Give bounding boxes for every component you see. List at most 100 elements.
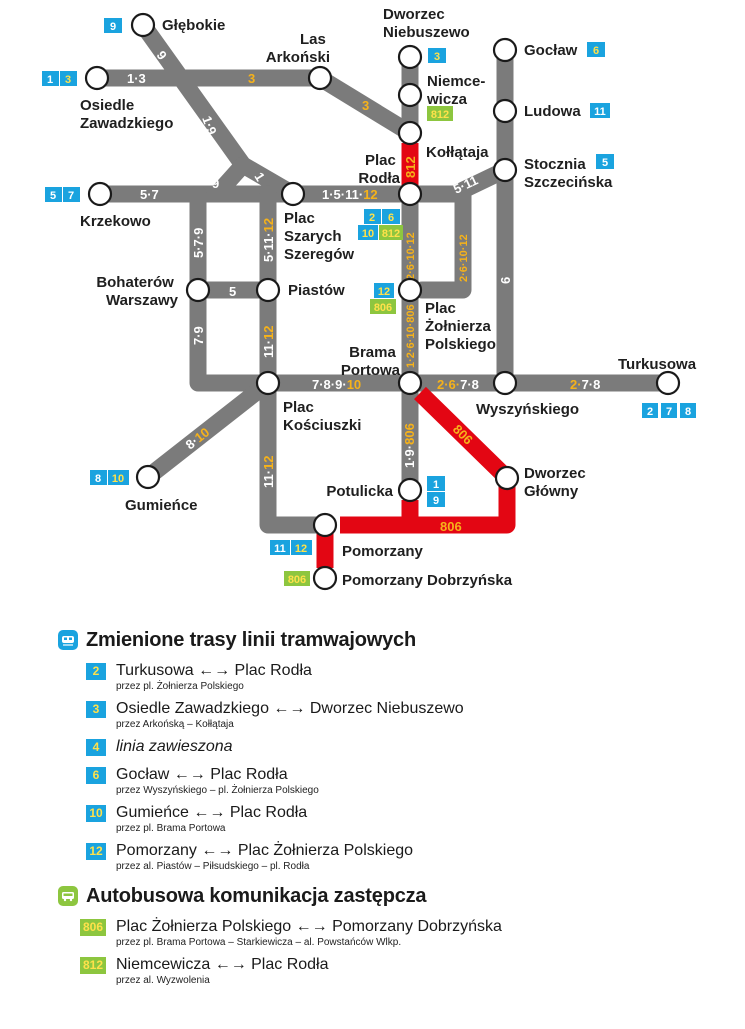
seg-label-1-3: 1·3 <box>127 71 146 86</box>
segment-labels: 9 1·3 3 3 1·9 9 1 5·7 1·5·11·12 5·11 6 5… <box>127 48 600 534</box>
label-stocznia: Stocznia Szczecińska <box>524 156 613 191</box>
svg-text:1: 1 <box>47 74 53 86</box>
label-goclaw: Gocław <box>524 42 578 59</box>
label-zolnierza-polskiego: Plac Żołnierza Polskiego <box>425 300 496 353</box>
label-piastow: Piastów <box>288 282 345 299</box>
svg-text:12: 12 <box>295 543 307 555</box>
badge-goclaw: 6 <box>587 42 605 57</box>
svg-text:9: 9 <box>433 495 439 507</box>
station-pomorzany-dobrzynska <box>312 565 338 591</box>
line-number-badge: 812 <box>80 957 107 974</box>
line-number-badge: 3 <box>86 701 106 718</box>
svg-text:7: 7 <box>666 406 672 418</box>
seg-label-bp-hub: 1·2·6·10·806 <box>405 304 417 368</box>
svg-text:812: 812 <box>431 109 449 121</box>
label-glebokie: Głębokie <box>162 17 225 34</box>
svg-text:10: 10 <box>112 473 124 485</box>
route-description: Plac Żołnierza Polskiego ←→ Pomorzany Do… <box>116 918 502 935</box>
svg-text:5: 5 <box>602 157 608 169</box>
station-kollataja <box>397 120 423 146</box>
route-via: przez Arkońską – Kołłątaja <box>116 719 234 730</box>
line-number-badge: 12 <box>86 843 106 860</box>
seg-label-wysz-turk: 2·7·8 <box>570 377 600 392</box>
seg-label-5-7-9: 5·7·9 <box>191 228 206 258</box>
svg-text:7: 7 <box>68 190 74 202</box>
route-via: przez pl. Brama Portowa <box>116 823 226 834</box>
svg-text:1: 1 <box>433 479 439 491</box>
route-via: przez al. Wyzwolenia <box>116 975 210 986</box>
route-description: Turkusowa ←→ Plac Rodła <box>116 662 312 679</box>
line-kosciuszki-pomorzany <box>259 374 334 534</box>
badge-niebuszewo: 3 <box>428 48 446 63</box>
label-plac-kosciuszki: Plac Kościuszki <box>283 399 361 434</box>
seg-label-rodla-west: 1·5·11·12 <box>322 187 378 202</box>
station-krzekowo <box>87 181 113 207</box>
station-piastow <box>255 277 281 303</box>
route-description: Pomorzany ←→ Plac Żołnierza Polskiego <box>116 842 414 859</box>
label-niemcewicza: Niemce- wicza <box>426 73 490 108</box>
seg-label-bp-wysz: 2·6·7·8 <box>437 377 479 392</box>
red-806-diag <box>340 386 516 534</box>
svg-text:812: 812 <box>382 228 400 240</box>
label-brama-portowa: Brama Portowa <box>341 344 401 379</box>
bus-section-title: Autobusowa komunikacja zastępcza <box>58 881 698 911</box>
badge-potulicka: 19 <box>427 476 445 507</box>
svg-text:3: 3 <box>65 74 71 86</box>
label-dworzec-niebuszewo: Dworzec Niebuszewo <box>383 6 470 41</box>
svg-text:8: 8 <box>95 473 101 485</box>
station-zolnierza-polskiego <box>397 277 423 303</box>
seg-label-gumience: 8·10 <box>183 425 213 453</box>
seg-label-6: 6 <box>498 277 513 284</box>
station-ludowa <box>492 98 518 124</box>
label-krzekowo: Krzekowo <box>80 213 151 230</box>
station-markers <box>84 12 681 591</box>
station-glebokie <box>130 12 156 38</box>
label-ludowa: Ludowa <box>524 103 581 120</box>
tram-icon <box>58 630 78 650</box>
station-las-arkonski <box>307 65 333 91</box>
seg-label-9b: 9 <box>212 176 219 191</box>
svg-text:6: 6 <box>593 45 599 57</box>
seg-label-1-9: 1·9 <box>199 114 220 137</box>
seg-label-rodla-zp: 2·6·10·12 <box>405 232 417 280</box>
station-stocznia <box>492 157 518 183</box>
label-pomorzany: Pomorzany <box>342 543 424 560</box>
label-gumience: Gumieńce <box>125 497 198 514</box>
route-description: Osiedle Zawadzkiego ←→ Dworzec Niebuszew… <box>116 700 464 717</box>
station-szarych-szeregow <box>280 181 306 207</box>
route-via: przez pl. Brama Portowa – Starkiewicza –… <box>116 937 402 948</box>
seg-label-3: 3 <box>248 71 255 86</box>
seg-label-stocznia-zp: 2·6·10·12 <box>458 234 470 282</box>
seg-label-5-11-12: 5·11·12 <box>261 218 276 262</box>
seg-label-bp-potulicka: 1·9·806 <box>402 423 417 468</box>
route-description: linia zawieszona <box>116 738 233 755</box>
station-dworzec-niebuszewo <box>397 44 423 70</box>
svg-text:3: 3 <box>434 51 440 63</box>
svg-text:10: 10 <box>362 228 374 240</box>
svg-text:2: 2 <box>369 212 375 224</box>
badge-gumience: 8 10 <box>90 470 129 485</box>
badge-ludowa: 11 <box>590 103 610 118</box>
svg-text:11: 11 <box>594 106 606 118</box>
tram-section-title: Zmienione trasy linii tramwajowych <box>58 625 698 655</box>
label-bohaterow-warszawy: Bohaterów Warszawy <box>96 274 178 309</box>
replacement-routes <box>316 143 516 568</box>
route-via: przez al. Piastów – Piłsudskiego – pl. R… <box>116 861 310 872</box>
svg-text:5: 5 <box>50 190 56 202</box>
station-labels: Głębokie Las Arkoński Dworzec Niebuszewo… <box>80 6 697 589</box>
line-number-badge: 10 <box>86 805 106 822</box>
svg-text:8: 8 <box>685 406 691 418</box>
